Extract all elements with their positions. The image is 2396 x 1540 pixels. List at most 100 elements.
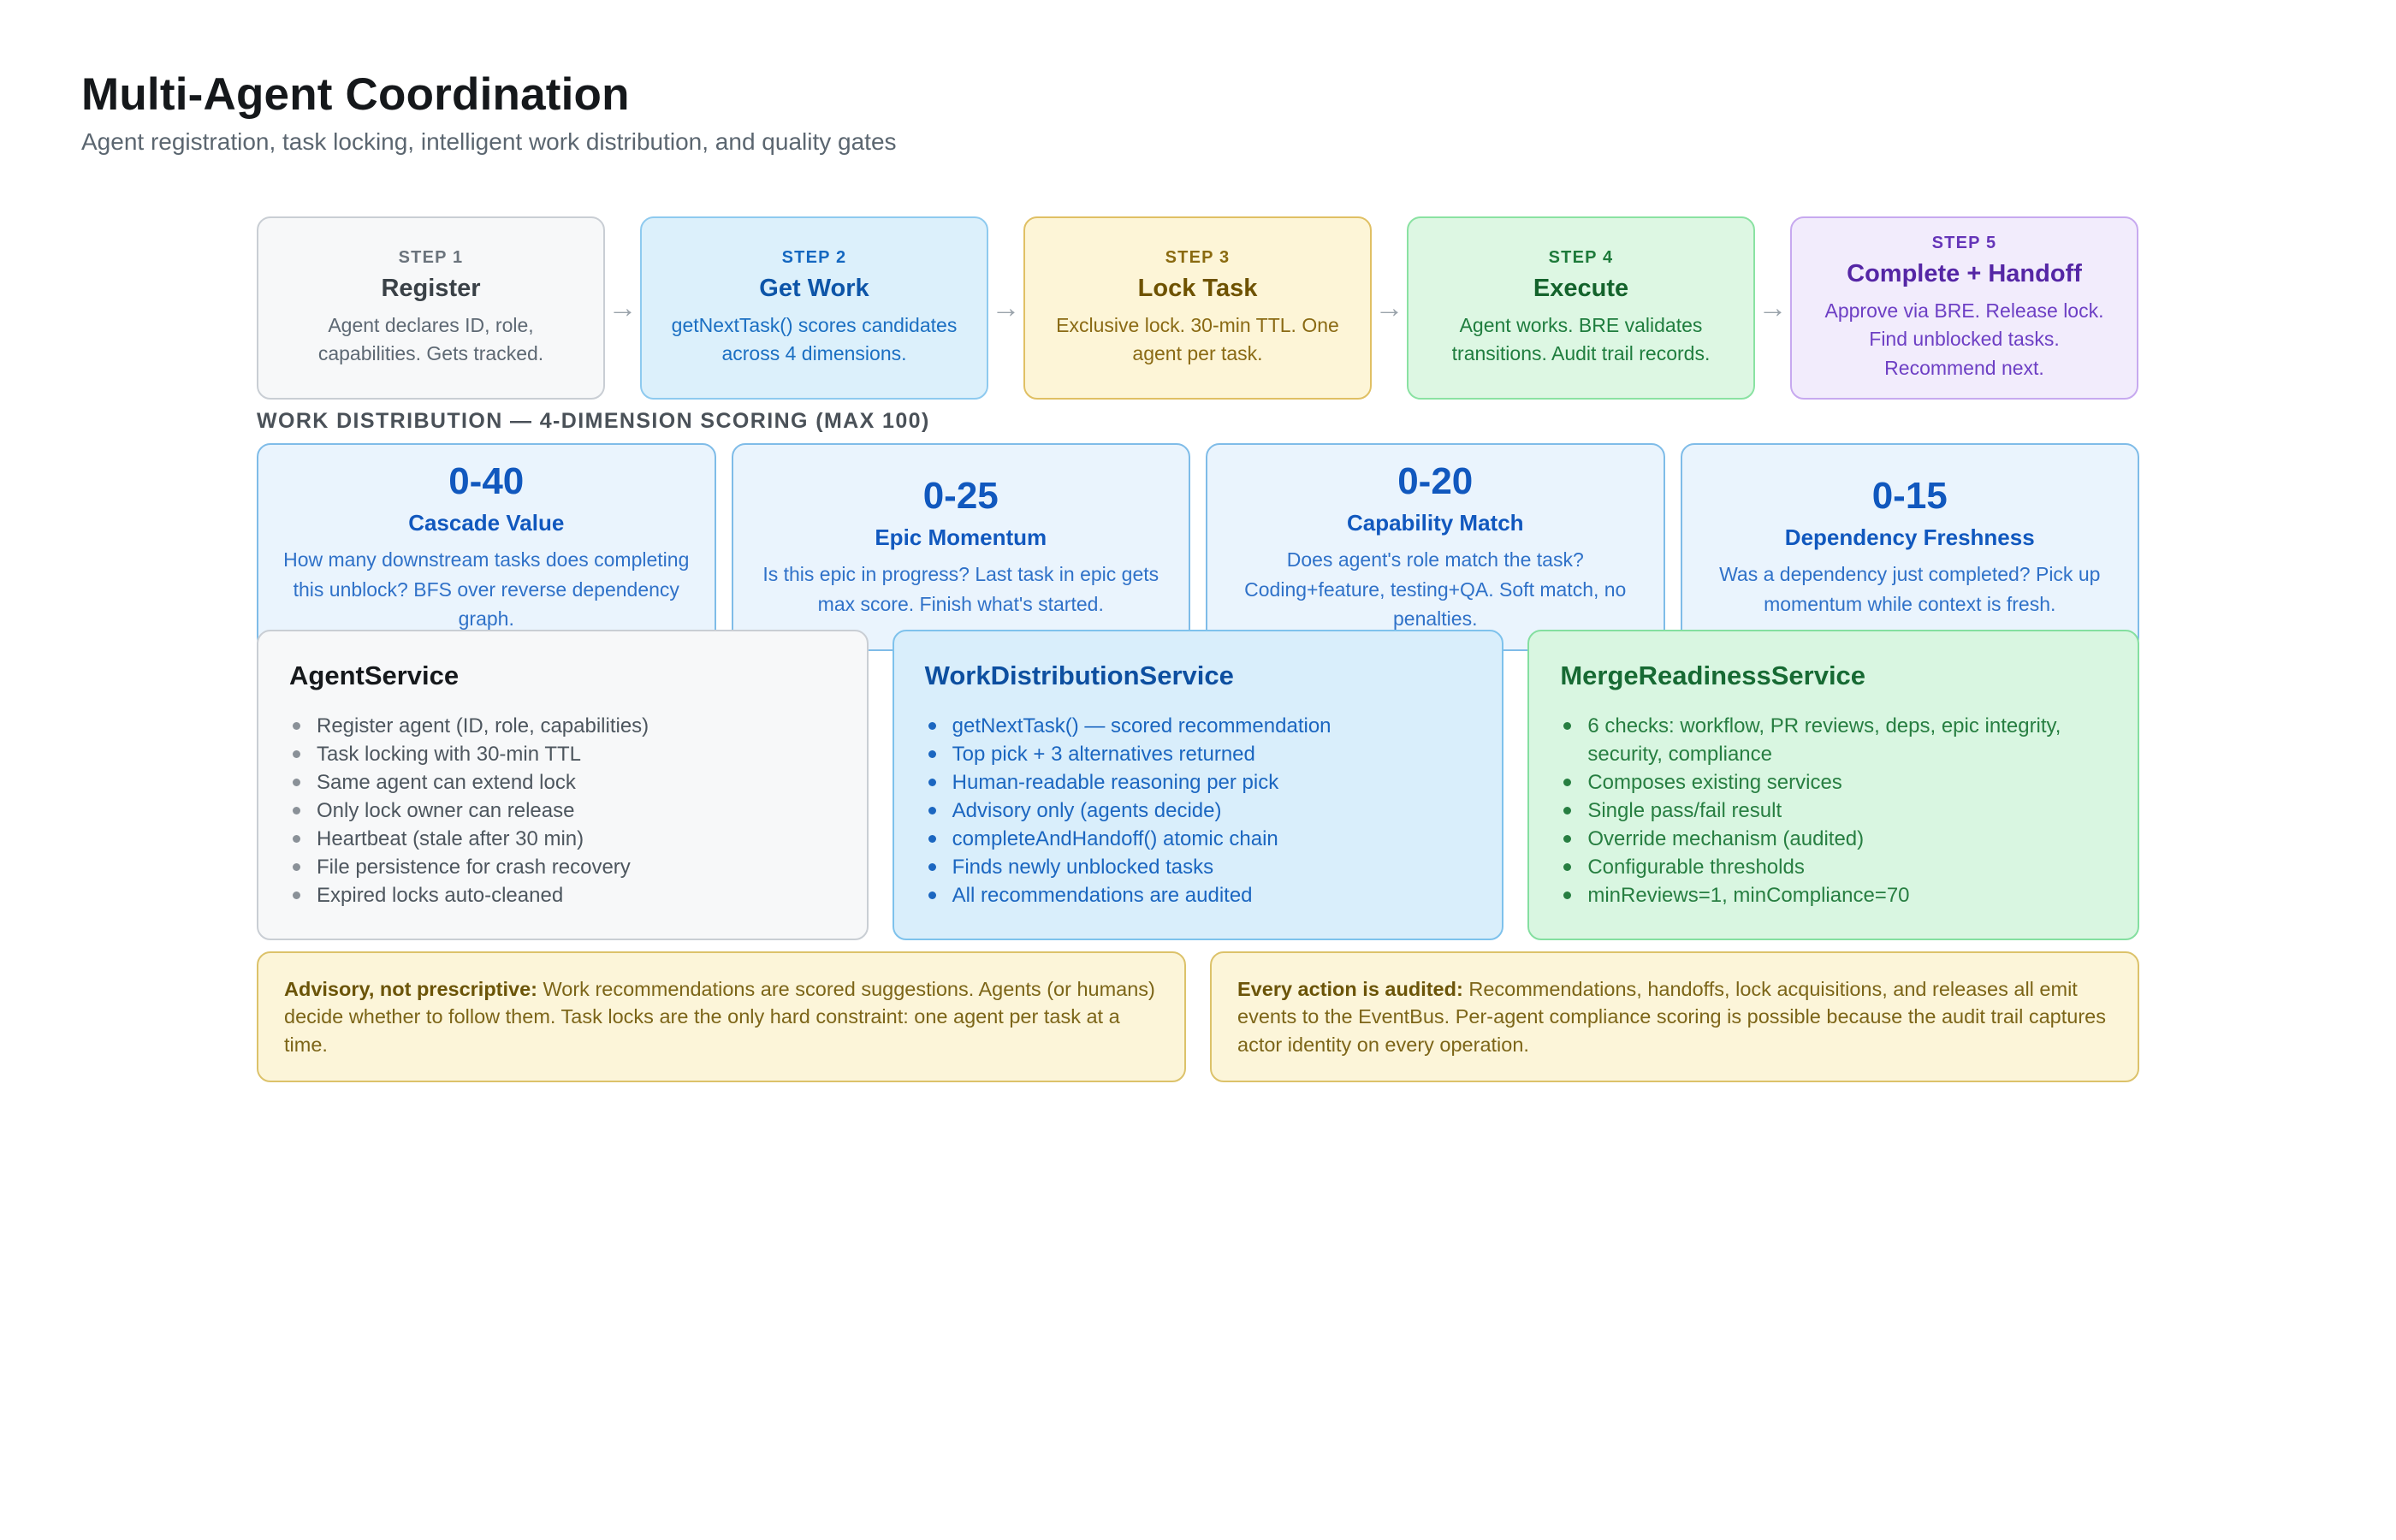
bullet-dot — [293, 722, 300, 730]
service-card-work-distribution-service: WorkDistributionService getNextTask() — … — [892, 630, 1504, 940]
score-range: 0-15 — [1871, 475, 1948, 518]
service-feature-list: Register agent (ID, role, capabilities) … — [289, 712, 836, 909]
bullet-dot — [293, 863, 300, 871]
bullet-dot — [293, 891, 300, 899]
score-description: How many downstream tasks does completin… — [283, 548, 690, 630]
flow-arrow-icon: → — [1758, 291, 1788, 324]
list-item-text: Heartbeat (stale after 30 min) — [317, 827, 584, 850]
flow-arrow-icon: → — [1374, 291, 1404, 324]
step-description: Exclusive lock. 30-min TTL. One agent pe… — [1056, 313, 1339, 365]
step-label: STEP 4 — [1548, 247, 1614, 267]
score-title: Cascade Value — [408, 510, 565, 536]
list-item: Single pass/fail result — [1560, 797, 2107, 825]
score-card-cascade-value: 0-40 Cascade Value How many downstream t… — [257, 443, 716, 651]
list-item: Configurable thresholds — [1560, 853, 2107, 881]
bullet-dot — [928, 779, 936, 786]
score-description: Is this epic in progress? Last task in e… — [762, 563, 1159, 615]
note-audited: Every action is audited: Recommendations… — [1210, 951, 2139, 1083]
step-description: Agent works. BRE validates transitions. … — [1451, 313, 1711, 365]
list-item-text: Task locking with 30-min TTL — [317, 743, 581, 766]
step-card-execute: STEP 4 Execute Agent works. BRE validate… — [1407, 216, 1755, 400]
score-description: Was a dependency just completed? Pick up… — [1719, 563, 2101, 615]
list-item-text: Only lock owner can release — [317, 799, 575, 822]
list-item-text: All recommendations are audited — [952, 884, 1253, 907]
list-item-text: Advisory only (agents decide) — [952, 799, 1222, 822]
bullet-dot — [293, 835, 300, 843]
score-title: Capability Match — [1346, 510, 1524, 536]
list-item: Finds newly unblocked tasks — [925, 853, 1472, 881]
list-item: File persistence for crash recovery — [289, 853, 836, 881]
list-item: Task locking with 30-min TTL — [289, 740, 836, 768]
list-item-text: Single pass/fail result — [1587, 799, 1782, 822]
service-title: MergeReadinessService — [1560, 660, 1866, 690]
service-card-merge-readiness-service: MergeReadinessService 6 checks: workflow… — [1527, 630, 2140, 940]
list-item: Human-readable reasoning per pick — [925, 768, 1472, 797]
scoring-cards-row: 0-40 Cascade Value How many downstream t… — [257, 443, 2139, 651]
step-card-lock-task: STEP 3 Lock Task Exclusive lock. 30-min … — [1023, 216, 1372, 400]
list-item-text: Override mechanism (audited) — [1587, 827, 1865, 850]
list-item: Composes existing services — [1560, 768, 2107, 797]
service-feature-list: getNextTask() — scored recommendation To… — [925, 712, 1472, 909]
page-subtitle: Agent registration, task locking, intell… — [81, 128, 897, 155]
step-title: Register — [381, 274, 481, 302]
bullet-dot — [928, 863, 936, 871]
flow-arrow-icon: → — [608, 291, 638, 324]
score-range: 0-20 — [1397, 460, 1474, 502]
service-card-agent-service: AgentService Register agent (ID, role, c… — [257, 630, 869, 940]
bullet-dot — [1563, 835, 1572, 843]
service-title: WorkDistributionService — [924, 660, 1234, 690]
bullet-dot — [1563, 779, 1572, 786]
step-title: Get Work — [759, 274, 869, 302]
score-card-capability-match: 0-20 Capability Match Does agent's role … — [1206, 443, 1665, 651]
list-item: Same agent can extend lock — [289, 768, 836, 797]
step-description: Approve via BRE. Release lock. Find unbl… — [1824, 299, 2104, 379]
list-item-text: Finds newly unblocked tasks — [952, 856, 1214, 879]
bullet-dot — [928, 835, 936, 843]
list-item-text: Composes existing services — [1587, 771, 1842, 794]
list-item-text: Configurable thresholds — [1587, 856, 1805, 879]
score-title: Epic Momentum — [875, 524, 1047, 551]
step-card-complete-handoff: STEP 5 Complete + Handoff Approve via BR… — [1790, 216, 2138, 400]
bullet-dot — [1563, 891, 1572, 899]
list-item-text: File persistence for crash recovery — [317, 856, 631, 879]
step-title: Lock Task — [1137, 274, 1258, 302]
note-lead-text: Every action is audited: — [1237, 978, 1463, 1000]
page-title: Multi-Agent Coordination — [81, 69, 630, 120]
service-feature-list: 6 checks: workflow, PR reviews, deps, ep… — [1560, 712, 2107, 909]
step-label: STEP 3 — [1165, 247, 1231, 267]
list-item: Heartbeat (stale after 30 min) — [289, 825, 836, 853]
list-item-text: Human-readable reasoning per pick — [952, 771, 1279, 794]
list-item: completeAndHandoff() atomic chain — [925, 825, 1472, 853]
note-body-text: Work recommendations are scored suggesti… — [284, 978, 1155, 1056]
flow-arrow-icon: → — [991, 291, 1021, 324]
bullet-dot — [928, 722, 936, 730]
bullet-dot — [293, 807, 300, 814]
step-label: STEP 5 — [1931, 234, 1997, 252]
score-card-epic-momentum: 0-25 Epic Momentum Is this epic in progr… — [731, 443, 1190, 651]
note-advisory: Advisory, not prescriptive: Work recomme… — [257, 951, 1186, 1083]
bullet-dot — [1563, 722, 1572, 730]
list-item-text: getNextTask() — scored recommendation — [952, 714, 1331, 737]
bullet-dot — [1563, 807, 1572, 814]
step-label: STEP 1 — [398, 247, 464, 267]
score-title: Dependency Freshness — [1784, 524, 2035, 551]
step-flow-row: STEP 1 Register Agent declares ID, role,… — [257, 216, 2139, 400]
list-item-text: Expired locks auto-cleaned — [317, 884, 564, 907]
note-lead-text: Advisory, not prescriptive: — [284, 978, 537, 1000]
list-item-text: minReviews=1, minCompliance=70 — [1587, 884, 1910, 907]
list-item: Only lock owner can release — [289, 797, 836, 825]
score-card-dependency-freshness: 0-15 Dependency Freshness Was a dependen… — [1680, 443, 2139, 651]
list-item: All recommendations are audited — [925, 881, 1472, 909]
list-item-text: Register agent (ID, role, capabilities) — [317, 714, 649, 737]
note-body-text: Recommendations, handoffs, lock acquisit… — [1237, 978, 2106, 1056]
bullet-dot — [928, 807, 936, 814]
bullet-dot — [293, 750, 300, 758]
bullet-dot — [928, 891, 936, 899]
step-description: Agent declares ID, role, capabilities. G… — [317, 313, 544, 365]
notes-row: Advisory, not prescriptive: Work recomme… — [257, 951, 2139, 1083]
list-item: 6 checks: workflow, PR reviews, deps, ep… — [1560, 712, 2107, 768]
bullet-dot — [1563, 863, 1572, 871]
service-title: AgentService — [289, 660, 460, 690]
step-card-get-work: STEP 2 Get Work getNextTask() scores can… — [640, 216, 988, 400]
step-label: STEP 2 — [781, 247, 847, 267]
